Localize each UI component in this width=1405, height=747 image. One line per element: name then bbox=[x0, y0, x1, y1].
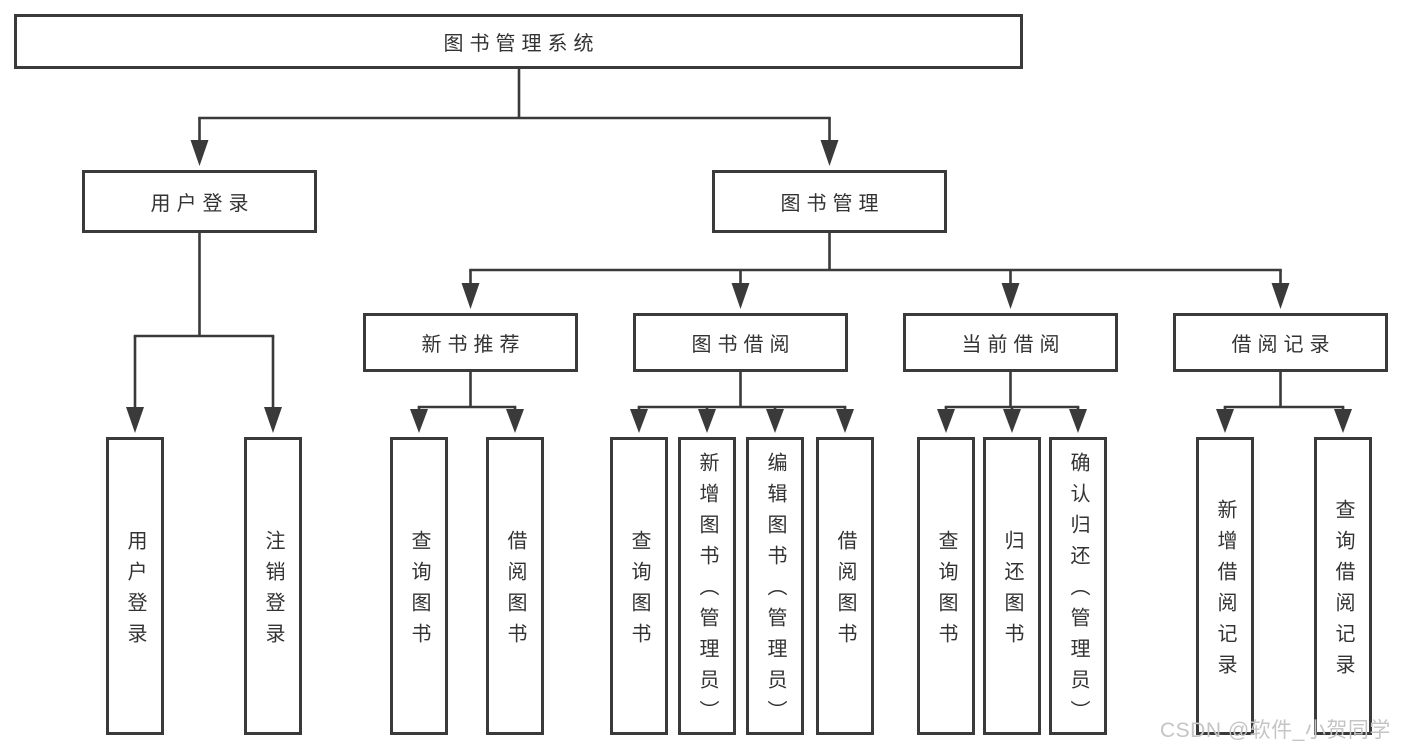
node-root-system-label: 图书管理系统 bbox=[443, 33, 600, 55]
node-current-borrowing-label: 当前借阅 bbox=[961, 334, 1066, 356]
node-root-system: 图书管理系统 bbox=[14, 14, 1023, 69]
node-leaf-return-books-label: 归还图书 bbox=[1001, 529, 1023, 654]
node-book-borrowing-label: 图书借阅 bbox=[691, 334, 796, 356]
node-leaf-user-login-label: 用户登录 bbox=[124, 529, 146, 654]
connector-user-login-children bbox=[126, 233, 282, 433]
node-leaf-return-books: 归还图书 bbox=[983, 437, 1041, 735]
node-leaf-recommend-query-books: 查询图书 bbox=[390, 437, 448, 735]
node-leaf-confirm-return-admin: 确认归还（管理员） bbox=[1049, 437, 1107, 735]
node-leaf-borrowing-query-books: 查询图书 bbox=[610, 437, 668, 735]
node-user-login: 用户登录 bbox=[82, 170, 317, 233]
node-leaf-add-borrow-record-label: 新增借阅记录 bbox=[1214, 498, 1236, 685]
connector-book-management-to-modules bbox=[461, 233, 1290, 309]
node-book-borrowing: 图书借阅 bbox=[633, 313, 848, 372]
node-current-borrowing: 当前借阅 bbox=[903, 313, 1118, 372]
node-leaf-add-books-admin-label: 新增图书（管理员） bbox=[696, 452, 718, 731]
connector-book-borrowing-children bbox=[630, 372, 854, 433]
node-leaf-logout: 注销登录 bbox=[244, 437, 302, 735]
connector-new-book-recommend-children bbox=[410, 372, 524, 433]
node-leaf-recommend-borrow-books: 借阅图书 bbox=[486, 437, 544, 735]
node-book-management-label: 图书管理 bbox=[780, 193, 885, 215]
node-leaf-recommend-query-books-label: 查询图书 bbox=[408, 529, 430, 654]
node-leaf-current-query-books-label: 查询图书 bbox=[935, 529, 957, 654]
connector-root-to-level2 bbox=[190, 68, 839, 166]
node-leaf-borrowing-query-books-label: 查询图书 bbox=[628, 529, 650, 654]
node-leaf-add-books-admin: 新增图书（管理员） bbox=[678, 437, 736, 735]
node-leaf-borrow-books: 借阅图书 bbox=[816, 437, 874, 735]
node-borrowing-records: 借阅记录 bbox=[1173, 313, 1388, 372]
node-leaf-user-login: 用户登录 bbox=[106, 437, 164, 735]
node-leaf-confirm-return-admin-label: 确认归还（管理员） bbox=[1067, 452, 1089, 731]
node-leaf-logout-label: 注销登录 bbox=[262, 529, 284, 654]
node-leaf-edit-books-admin-label: 编辑图书（管理员） bbox=[764, 452, 786, 731]
node-leaf-query-borrow-record-label: 查询借阅记录 bbox=[1332, 498, 1354, 685]
node-book-management: 图书管理 bbox=[712, 170, 947, 233]
node-leaf-current-query-books: 查询图书 bbox=[917, 437, 975, 735]
node-leaf-borrow-books-label: 借阅图书 bbox=[834, 529, 856, 654]
node-leaf-add-borrow-record: 新增借阅记录 bbox=[1196, 437, 1254, 735]
node-leaf-query-borrow-record: 查询借阅记录 bbox=[1314, 437, 1372, 735]
connector-current-borrowing-children bbox=[937, 372, 1087, 433]
node-user-login-label: 用户登录 bbox=[150, 193, 255, 215]
node-leaf-edit-books-admin: 编辑图书（管理员） bbox=[746, 437, 804, 735]
node-new-book-recommend: 新书推荐 bbox=[363, 313, 578, 372]
node-new-book-recommend-label: 新书推荐 bbox=[421, 334, 526, 356]
watermark: CSDN @软件_小贺同学 bbox=[1160, 719, 1391, 742]
node-borrowing-records-label: 借阅记录 bbox=[1231, 334, 1336, 356]
node-leaf-recommend-borrow-books-label: 借阅图书 bbox=[504, 529, 526, 654]
connector-borrowing-records-children bbox=[1216, 372, 1352, 433]
